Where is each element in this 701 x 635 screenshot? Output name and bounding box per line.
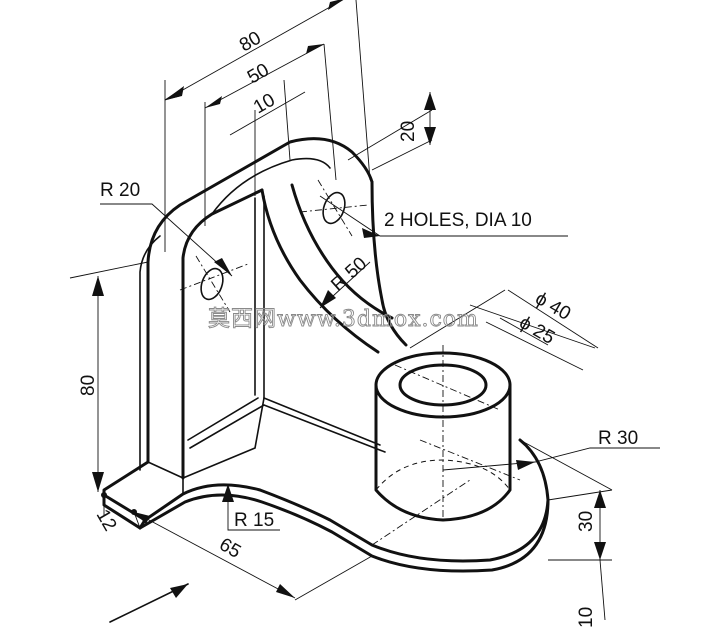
dim-overall-width: 80 [236, 28, 265, 57]
cylinder-boss [371, 345, 521, 546]
holes [179, 179, 369, 313]
dim-top-arc-height: 20 [398, 121, 419, 142]
dim-hole-spacing: 50 [244, 60, 273, 89]
dim-corner-radius: R 20 [100, 180, 140, 201]
hole-upper [322, 191, 346, 225]
dim-base-thickness: 10 [576, 607, 597, 628]
dim-boss-height: 30 [576, 511, 597, 532]
dim-holes-note: 2 HOLES, DIA 10 [384, 210, 532, 231]
hole-lower [200, 267, 224, 301]
dim-hole-offset: 10 [250, 90, 279, 119]
dim-fillet-radius: R 15 [234, 510, 274, 531]
dim-base-end-radius: R 30 [598, 428, 638, 449]
dim-vertical-height: 80 [78, 375, 99, 396]
dimension-lines [69, 0, 660, 623]
curved-web [260, 180, 408, 446]
dim-plate-thickness: 12 [92, 506, 121, 535]
watermark: 莫西网www.3dmox.com [208, 307, 479, 332]
dim-base-length: 65 [216, 534, 245, 563]
vertical-plate [139, 137, 374, 480]
